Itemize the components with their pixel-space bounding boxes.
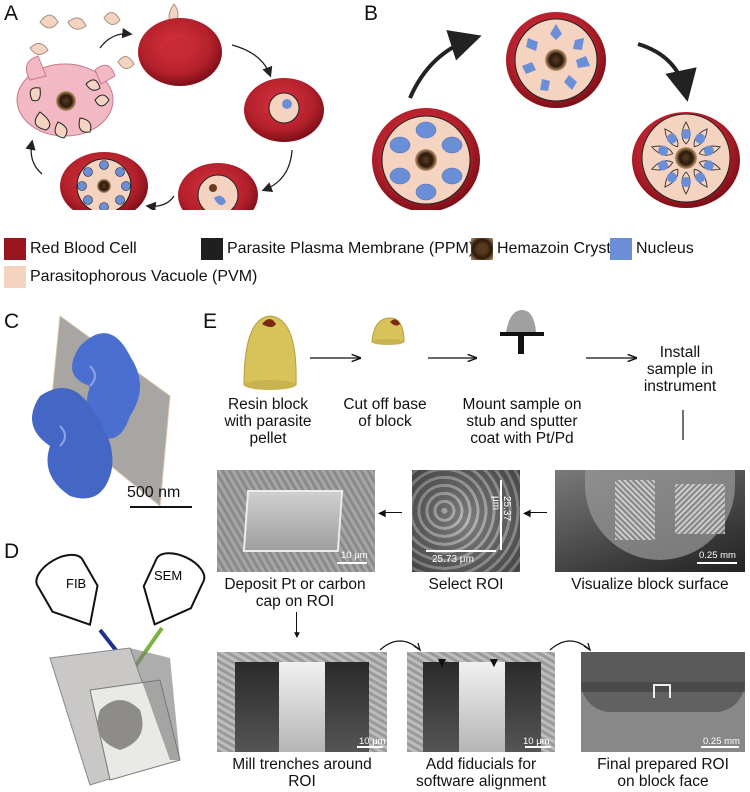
hemazoin-swatch — [471, 238, 493, 260]
fiducial-marker-icon: ▼ — [435, 654, 449, 670]
caption-visualize: Visualize block surface — [571, 576, 729, 593]
legend-item-pvm: Parasitophorous Vacuole (PVM) — [4, 266, 257, 288]
arrow-head-icon: ◀ — [523, 508, 531, 519]
bottom-row-arrows — [379, 640, 592, 652]
3d-reconstruction — [32, 315, 171, 507]
panel-label-a: A — [4, 2, 19, 25]
arrow-down — [296, 612, 297, 634]
fib-sem-schematic: FIB SEM — [35, 552, 206, 786]
legend-item-ppm: Parasite Plasma Membrane (PPM) — [201, 238, 474, 260]
arrow-head-icon: ▼ — [292, 630, 302, 641]
arrow-left — [525, 512, 547, 513]
sem-label: SEM — [154, 568, 182, 583]
panel-label-e: E — [203, 310, 218, 333]
panel-label-d: D — [4, 540, 20, 563]
schizont-division-b — [372, 12, 740, 210]
legend-label: Parasite Plasma Membrane (PPM) — [227, 240, 475, 257]
micrograph-block-surface: 0.25 mm — [555, 470, 745, 572]
legend-item-nucleus: Nucleus — [610, 238, 694, 260]
micrograph-fiducials: ▼ ▼ 10 μm — [407, 652, 555, 752]
arrow-head-icon: ◀ — [378, 508, 386, 519]
rbc-swatch — [4, 238, 26, 260]
bursting-schizont — [16, 55, 116, 139]
caption-select-roi: Select ROI — [428, 576, 504, 593]
panel-label-b: B — [364, 2, 379, 25]
micrograph-final-roi: 0.25 mm — [581, 652, 745, 752]
legend-label: Nucleus — [636, 240, 694, 257]
micrograph-deposit-cap: 10 μm — [217, 470, 375, 572]
scale-label: 500 nm — [127, 484, 181, 501]
legend-item-rbc: Red Blood Cell — [4, 238, 137, 260]
panel-label-c: C — [4, 310, 20, 333]
lifecycle-a — [16, 3, 324, 210]
fib-label: FIB — [66, 576, 86, 591]
fiducial-marker-icon: ▼ — [487, 654, 501, 670]
parasite-lifecycle-diagram — [16, 3, 740, 210]
micrograph-select-roi: 25.73 μm 25.37 μm — [412, 470, 520, 572]
nucleus-swatch — [610, 238, 632, 260]
micrograph-mill-trenches: 10 μm — [217, 652, 387, 752]
legend-label: Hemazoin Crystal — [497, 240, 624, 257]
legend-label: Red Blood Cell — [30, 240, 137, 257]
workflow-top-row — [243, 310, 684, 440]
merozoites — [29, 3, 179, 69]
arrow-left-2 — [380, 512, 402, 513]
ppm-swatch — [201, 238, 223, 260]
scale-bar — [130, 506, 192, 508]
pvm-swatch — [4, 266, 26, 288]
legend-label: Parasitophorous Vacuole (PVM) — [30, 268, 258, 285]
legend-item-hemazoin: Hemazoin Crystal — [471, 238, 623, 260]
